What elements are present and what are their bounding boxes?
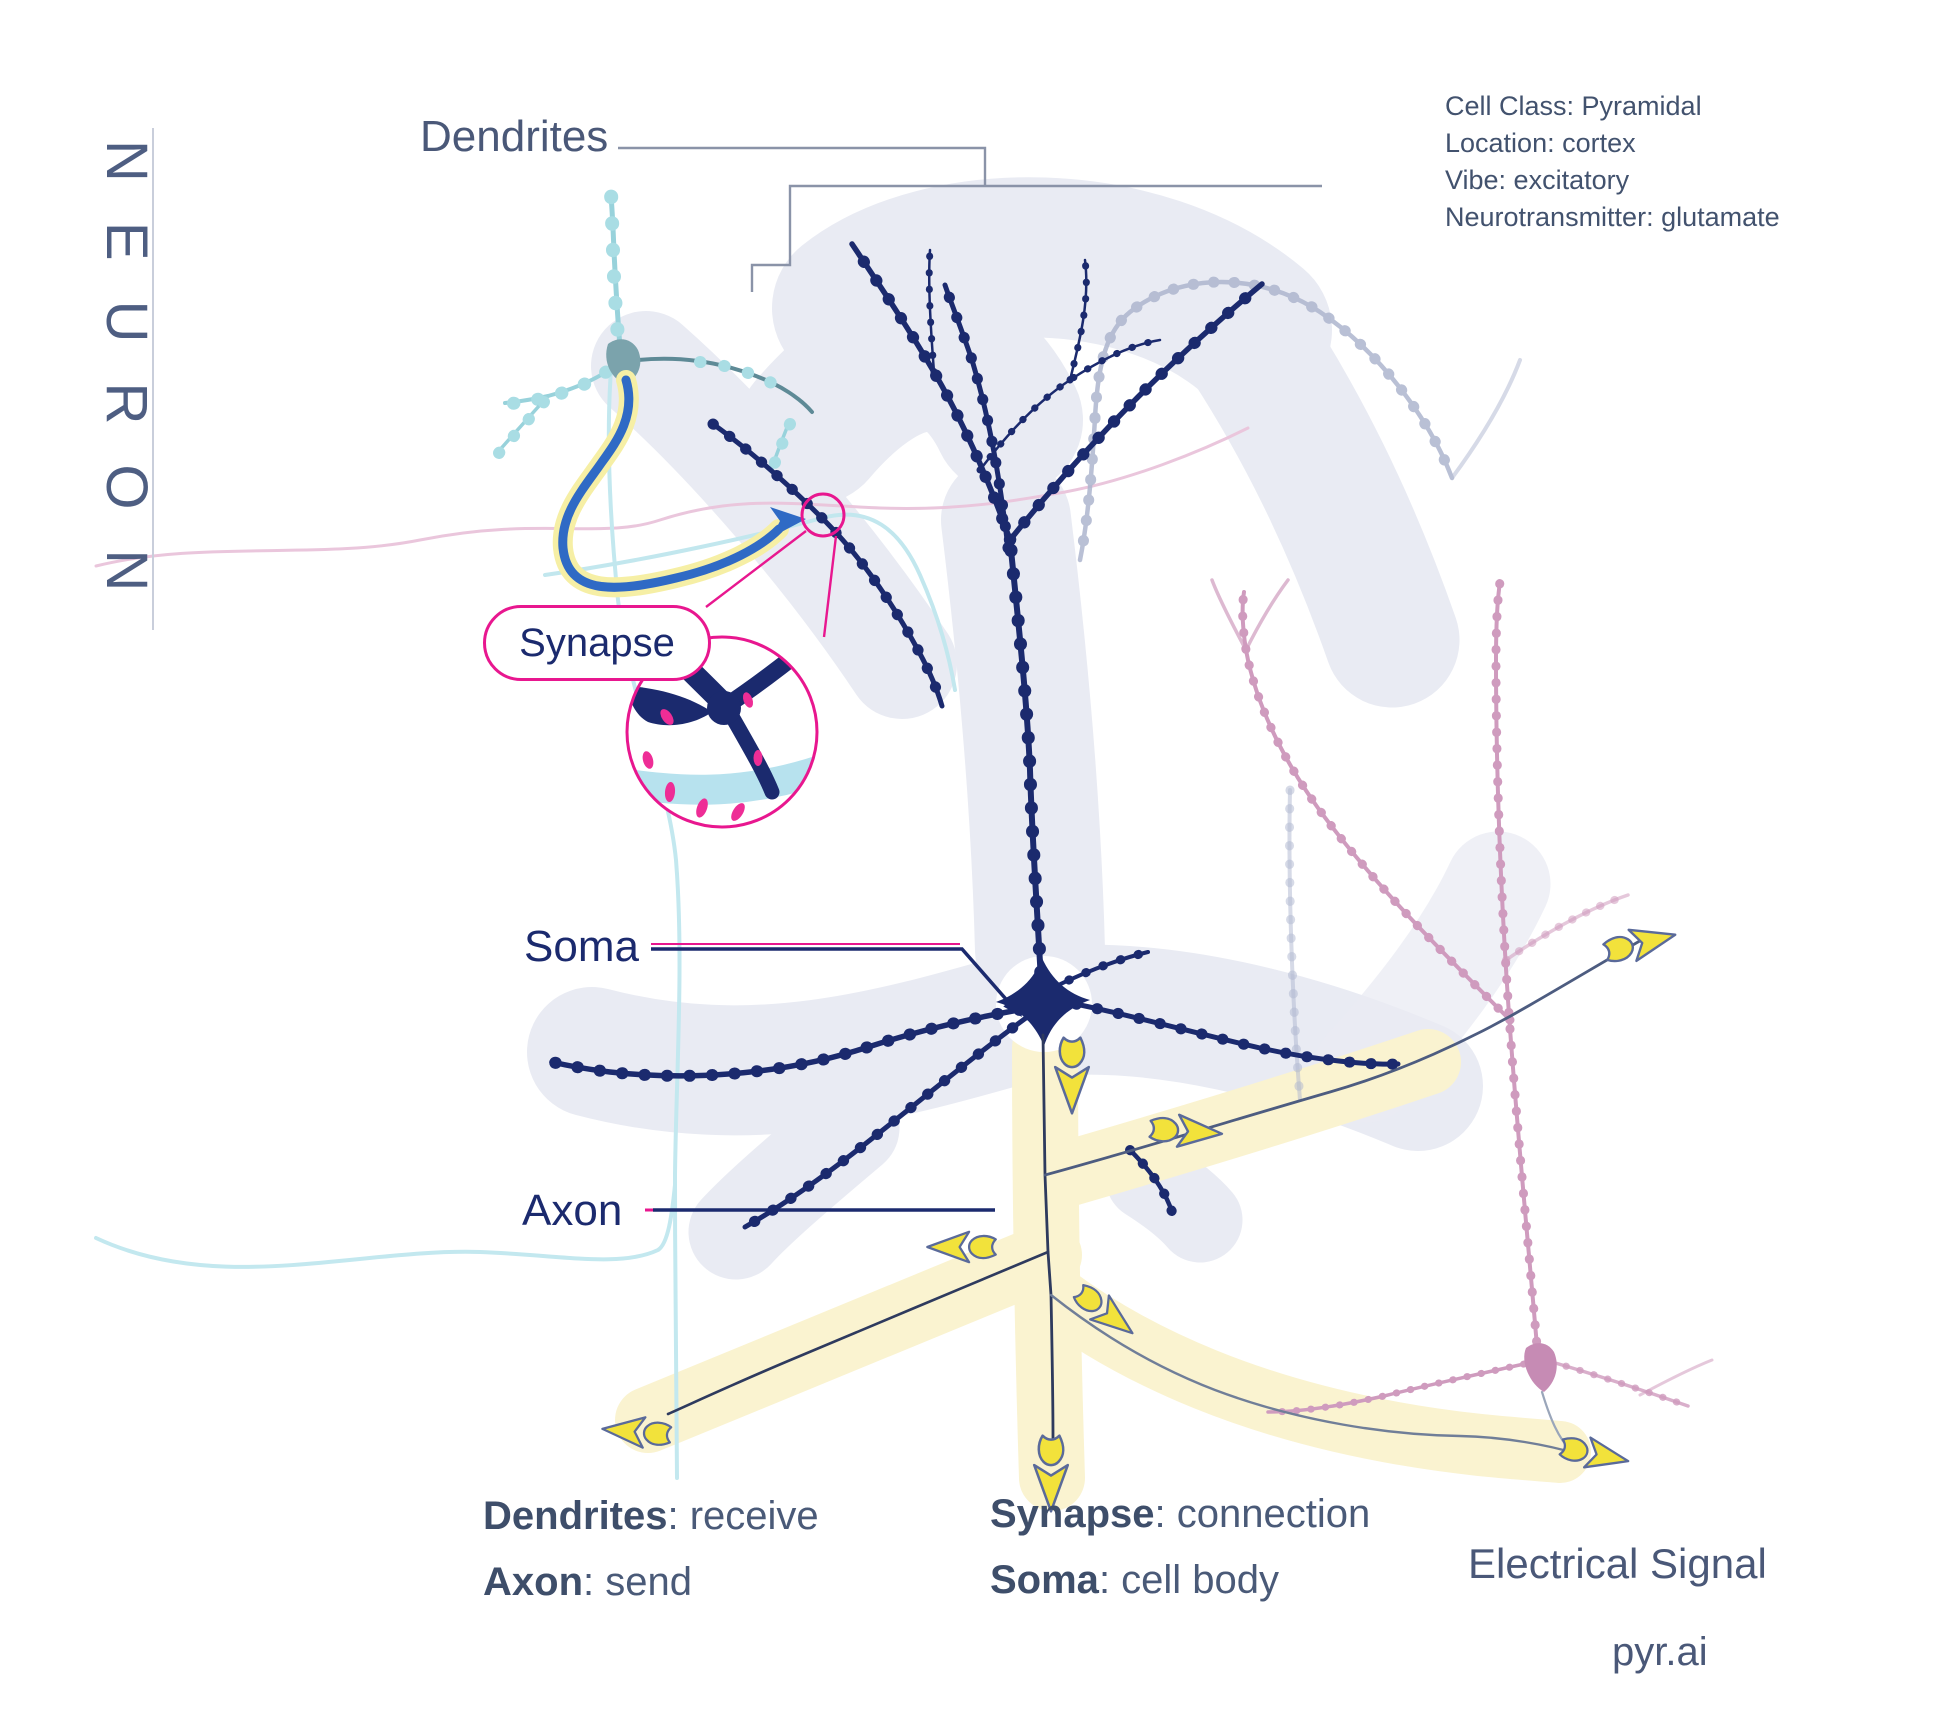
pink-background-neuron [1210, 577, 1714, 1454]
synapse-annotation [625, 492, 846, 829]
cyan-fibre-horizontal [94, 1183, 677, 1269]
background-fibres [94, 368, 1250, 1480]
page-title: NEURON [94, 140, 159, 632]
soma-label: Soma [524, 922, 639, 971]
legend-dendrites-def: : receive [667, 1494, 819, 1538]
title-rule [152, 128, 154, 630]
synapse-label-pill: Synapse [483, 605, 711, 681]
legend-axon-def: : send [583, 1560, 692, 1604]
presynaptic-axon [552, 370, 806, 598]
cyan-presynaptic-fibre [543, 512, 957, 692]
synapse-marker-circle [800, 492, 846, 538]
legend-synapse-term: Synapse [990, 1492, 1155, 1536]
legend-axon-term: Axon [483, 1560, 583, 1604]
electrical-signal-label: Electrical Signal [1468, 1540, 1767, 1587]
cell-location: Location: cortex [1445, 128, 1636, 158]
cell-class: Cell Class: Pyramidal [1445, 91, 1702, 121]
dendrites-leader [618, 146, 1322, 292]
dendrites-label: Dendrites [420, 112, 609, 161]
synapse-label: Synapse [519, 620, 675, 665]
soma-pointer-arrow [1003, 997, 1022, 1017]
navy-axon [1041, 1033, 1055, 1440]
brand-label: pyr.ai [1612, 1630, 1708, 1674]
cell-neurotransmitter: Neurotransmitter: glutamate [1445, 202, 1780, 232]
legend-soma-def: : cell body [1098, 1558, 1280, 1602]
axon-branch-left [666, 1250, 1050, 1416]
legend-dendrites-term: Dendrites [483, 1494, 668, 1538]
legend-axon: Axon: send [483, 1560, 692, 1605]
legend-dendrites: Dendrites: receive [483, 1494, 819, 1539]
legend-synapse: Synapse: connection [990, 1492, 1370, 1537]
navy-pyramidal-neuron [546, 238, 1647, 1456]
legend-soma: Soma: cell body [990, 1558, 1279, 1603]
axon-label: Axon [522, 1186, 623, 1235]
synapse-connector-lines [705, 530, 838, 638]
axon-branch-down-right [1049, 1293, 1580, 1456]
soma-leader [651, 947, 1014, 1008]
neurotransmitter-dots [642, 692, 763, 821]
pink-fibre [94, 426, 1250, 568]
synapse-magnifier-circle [625, 635, 819, 829]
cell-info-block: Cell Class: Pyramidal Location: cortex V… [1445, 88, 1780, 236]
legend-soma-term: Soma [990, 1558, 1099, 1602]
electrical-signal-arrow [1600, 917, 1681, 969]
navy-soma [996, 958, 1090, 1046]
pink-neuron-soma [1524, 1343, 1557, 1392]
electrical-signal-arrow [926, 1230, 997, 1264]
cyan-fibre-vertical [606, 368, 682, 1480]
teal-presynaptic-neuron [493, 187, 814, 474]
label-leader-lines [618, 146, 1322, 1212]
cell-vibe: Vibe: excitatory [1445, 165, 1630, 195]
legend-synapse-def: : connection [1154, 1492, 1371, 1536]
axon-arrowhead [770, 507, 806, 537]
